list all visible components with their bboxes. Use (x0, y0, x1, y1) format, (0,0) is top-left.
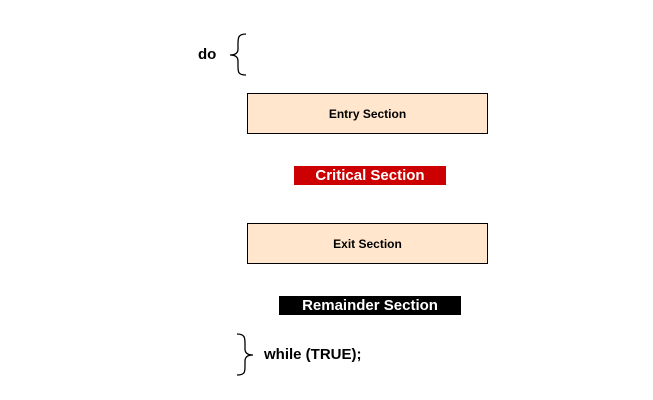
opening-brace (229, 33, 247, 76)
remainder-section-label: Remainder Section (302, 297, 438, 314)
critical-section-band: Critical Section (294, 166, 446, 185)
closing-brace (236, 333, 254, 376)
critical-section-label: Critical Section (315, 167, 425, 184)
exit-section-box: Exit Section (247, 223, 488, 264)
remainder-section-band: Remainder Section (279, 296, 461, 315)
exit-section-label: Exit Section (333, 236, 402, 251)
entry-section-label: Entry Section (328, 106, 407, 121)
do-keyword: do (198, 46, 217, 63)
while-clause: while (TRUE); (264, 346, 362, 363)
entry-section-box: Entry Section (247, 93, 488, 134)
